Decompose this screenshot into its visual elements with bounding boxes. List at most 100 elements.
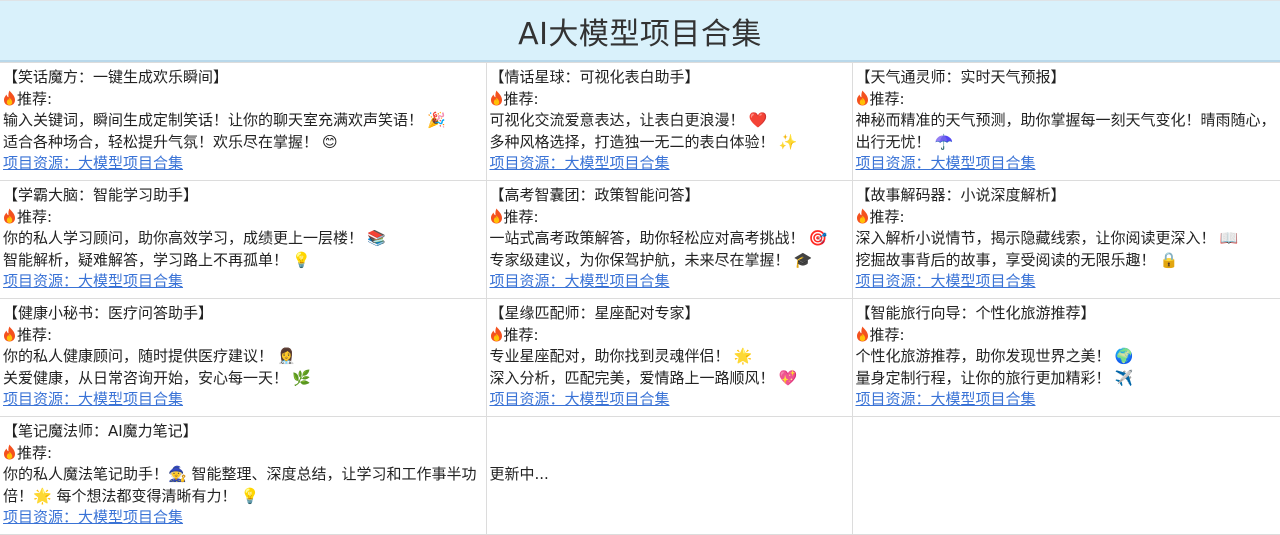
project-description: 专家级建议，为你保驾护航，未来尽在掌握！🎓 xyxy=(490,250,849,272)
description-text: 适合各种场合，轻松提升气氛！欢乐尽在掌握！ xyxy=(3,132,319,151)
project-card: 【高考智囊团：政策智能问答】 推荐: 一站式高考政策解答，助你轻松应对高考挑战！… xyxy=(485,180,853,299)
project-source-link[interactable]: 项目资源：大模型项目合集 xyxy=(3,390,184,408)
recommend-text: 推荐: xyxy=(869,89,905,108)
project-description: 深入分析，匹配完美，爱情路上一路顺风！💖 xyxy=(490,368,849,390)
project-card: 【天气通灵师：实时天气预报】 推荐: 神秘而精准的天气预测，助你掌握每一刻天气变… xyxy=(851,62,1280,181)
project-description: 适合各种场合，轻松提升气氛！欢乐尽在掌握！😊 xyxy=(3,132,483,154)
recommend-label: 推荐: xyxy=(490,207,849,229)
description-text: 可视化交流爱意表达，让表白更浪漫！ xyxy=(489,111,745,129)
project-description: 深入解析小说情节，揭示隐藏线索，让你阅读更深入！📖 xyxy=(856,228,1278,250)
project-card: 【健康小秘书：医疗问答助手】 推荐: 你的私人健康顾问，随时提供医疗建议！👩‍⚕… xyxy=(0,298,487,417)
project-description: 你的私人健康顾问，随时提供医疗建议！👩‍⚕️ xyxy=(3,346,483,368)
umbrella-icon: ☂️ xyxy=(934,132,954,151)
recommend-text: 推荐: xyxy=(869,207,905,226)
description-text: 专家级建议，为你保驾护航，未来尽在掌握！ xyxy=(489,250,790,269)
description-text: 关爱健康，从日常咨询开始，安心每一天！ xyxy=(3,368,289,387)
project-title: 【天气通灵师：实时天气预报】 xyxy=(855,68,1066,86)
sparkling-heart-icon: 💖 xyxy=(778,368,798,387)
description-text: 你的私人魔法笔记助手！🧙 智能整理、深度总结，让学习和工作事半功倍！🌟 每个想法… xyxy=(3,465,477,505)
project-source-link[interactable]: 项目资源：大模型项目合集 xyxy=(855,154,1036,172)
project-source-link[interactable]: 项目资源：大模型项目合集 xyxy=(3,508,184,526)
description-text: 智能解析，疑难解答，学习路上不再孤单！ xyxy=(3,250,289,269)
description-text: 个性化旅游推荐，助你发现世界之美！ xyxy=(855,347,1111,365)
grid-row: 【笔记魔法师：AI魔力笔记】 推荐: 你的私人魔法笔记助手！🧙 智能整理、深度总… xyxy=(0,416,1280,535)
project-description: 关爱健康，从日常咨询开始，安心每一天！🌿 xyxy=(3,368,483,390)
grid-row: 【健康小秘书：医疗问答助手】 推荐: 你的私人健康顾问，随时提供医疗建议！👩‍⚕… xyxy=(0,298,1280,417)
lock-icon: 🔒 xyxy=(1159,250,1179,269)
project-source-link[interactable]: 项目资源：大模型项目合集 xyxy=(489,154,670,172)
project-source-link[interactable]: 项目资源：大模型项目合集 xyxy=(3,154,184,172)
page-title: AI大模型项目合集 xyxy=(518,16,762,52)
project-description: 智能解析，疑难解答，学习路上不再孤单！💡 xyxy=(3,250,483,272)
project-source-link[interactable]: 项目资源：大模型项目合集 xyxy=(489,390,670,408)
fire-icon xyxy=(4,208,15,223)
fire-icon xyxy=(4,90,15,105)
fire-icon xyxy=(4,326,15,341)
description-text: 深入解析小说情节，揭示隐藏线索，让你阅读更深入！ xyxy=(855,229,1216,247)
recommend-label: 推荐: xyxy=(3,325,483,347)
project-title: 【故事解码器：小说深度解析】 xyxy=(855,186,1066,204)
project-card: 【笑话魔方：一键生成欢乐瞬间】 推荐: 输入关键词，瞬间生成定制笑话！让你的聊天… xyxy=(0,62,487,181)
description-text: 量身定制行程，让你的旅行更加精彩！ xyxy=(855,368,1111,387)
recommend-label: 推荐: xyxy=(3,443,483,465)
project-grid: 【笑话魔方：一键生成欢乐瞬间】 推荐: 输入关键词，瞬间生成定制笑话！让你的聊天… xyxy=(0,62,1280,535)
description-text: 深入分析，匹配完美，爱情路上一路顺风！ xyxy=(489,368,775,387)
recommend-text: 推荐: xyxy=(869,325,905,344)
project-card: 【星缘匹配师：星座配对专家】 推荐: 专业星座配对，助你找到灵魂伴侣！🌟深入分析… xyxy=(485,298,853,417)
project-card: 【笔记魔法师：AI魔力笔记】 推荐: 你的私人魔法笔记助手！🧙 智能整理、深度总… xyxy=(0,416,487,535)
recommend-text: 推荐: xyxy=(17,325,53,344)
recommend-label: 推荐: xyxy=(856,207,1278,229)
project-title: 【情话星球：可视化表白助手】 xyxy=(489,68,700,86)
recommend-label: 推荐: xyxy=(3,89,483,111)
project-title: 【笔记魔法师：AI魔力笔记】 xyxy=(3,422,198,440)
fire-icon xyxy=(856,326,868,341)
project-description: 挖掘故事背后的故事，享受阅读的无限乐趣！🔒 xyxy=(856,250,1278,272)
recommend-text: 推荐: xyxy=(503,325,539,344)
grid-row: 【学霸大脑：智能学习助手】 推荐: 你的私人学习顾问，助你高效学习，成绩更上一层… xyxy=(0,180,1280,299)
fire-icon xyxy=(490,326,502,341)
project-source-link[interactable]: 项目资源：大模型项目合集 xyxy=(855,390,1036,408)
project-title: 【健康小秘书：医疗问答助手】 xyxy=(3,304,214,322)
description-text: 输入关键词，瞬间生成定制笑话！让你的聊天室充满欢声笑语！ xyxy=(3,111,424,129)
project-card: 【情话星球：可视化表白助手】 推荐: 可视化交流爱意表达，让表白更浪漫！❤️多种… xyxy=(485,62,853,181)
description-text: 挖掘故事背后的故事，享受阅读的无限乐趣！ xyxy=(855,250,1156,269)
project-card: 【故事解码器：小说深度解析】 推荐: 深入解析小说情节，揭示隐藏线索，让你阅读更… xyxy=(851,180,1280,299)
recommend-label: 推荐: xyxy=(490,89,849,111)
description-text: 一站式高考政策解答，助你轻松应对高考挑战！ xyxy=(489,229,805,247)
fire-icon xyxy=(856,90,868,105)
recommend-label: 推荐: xyxy=(856,89,1278,111)
recommend-text: 推荐: xyxy=(17,89,53,108)
glowing-star-icon: 🌟 xyxy=(733,347,753,365)
project-description: 个性化旅游推荐，助你发现世界之美！🌍 xyxy=(856,346,1278,368)
project-source-link[interactable]: 项目资源：大模型项目合集 xyxy=(489,272,670,290)
project-title: 【高考智囊团：政策智能问答】 xyxy=(489,186,700,204)
updating-text: 更新中... xyxy=(489,465,549,484)
project-description: 你的私人学习顾问，助你高效学习，成绩更上一层楼！📚 xyxy=(3,228,483,250)
project-description: 可视化交流爱意表达，让表白更浪漫！❤️ xyxy=(490,110,849,132)
project-title: 【智能旅行向导：个性化旅游推荐】 xyxy=(855,304,1096,322)
project-description: 输入关键词，瞬间生成定制笑话！让你的聊天室充满欢声笑语！🎉 xyxy=(3,110,483,132)
project-source-link[interactable]: 项目资源：大模型项目合集 xyxy=(855,272,1036,290)
description-text: 你的私人学习顾问，助你高效学习，成绩更上一层楼！ xyxy=(3,229,364,247)
project-card: 【智能旅行向导：个性化旅游推荐】 推荐: 个性化旅游推荐，助你发现世界之美！🌍量… xyxy=(851,298,1280,417)
project-source-link[interactable]: 项目资源：大模型项目合集 xyxy=(3,272,184,290)
project-description: 你的私人魔法笔记助手！🧙 智能整理、深度总结，让学习和工作事半功倍！🌟 每个想法… xyxy=(3,464,483,507)
recommend-text: 推荐: xyxy=(17,443,53,462)
light-bulb-icon: 💡 xyxy=(292,250,311,269)
airplane-icon: ✈️ xyxy=(1114,368,1134,387)
project-description: 量身定制行程，让你的旅行更加精彩！✈️ xyxy=(856,368,1278,390)
project-description: 一站式高考政策解答，助你轻松应对高考挑战！🎯 xyxy=(490,228,849,250)
project-title: 【学霸大脑：智能学习助手】 xyxy=(3,186,199,204)
recommend-text: 推荐: xyxy=(17,207,53,226)
project-description: 专业星座配对，助你找到灵魂伴侣！🌟 xyxy=(490,346,849,368)
sparkles-icon: ✨ xyxy=(778,132,798,151)
open-book-icon: 📖 xyxy=(1219,229,1239,247)
light-bulb-icon: 💡 xyxy=(240,486,260,505)
project-description: 多种风格选择，打造独一无二的表白体验！✨ xyxy=(490,132,849,154)
empty-card xyxy=(851,416,1280,535)
books-icon: 📚 xyxy=(367,229,386,247)
description-text: 专业星座配对，助你找到灵魂伴侣！ xyxy=(489,347,730,365)
graduation-cap-icon: 🎓 xyxy=(793,250,813,269)
project-title: 【笑话魔方：一键生成欢乐瞬间】 xyxy=(3,68,229,86)
target-icon: 🎯 xyxy=(808,229,828,247)
